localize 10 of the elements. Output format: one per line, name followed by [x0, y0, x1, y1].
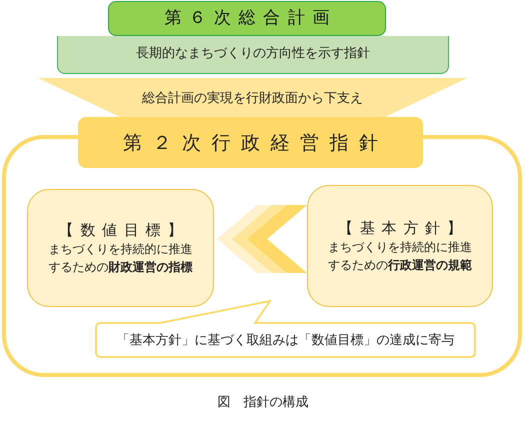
guideline-frame	[2, 117, 522, 377]
figure-caption: 図 指針の構成	[216, 394, 310, 411]
support-band: 総合計画の実現を行財政面から下支え	[38, 78, 467, 117]
heading-text: 第２次行政経営指針	[123, 130, 388, 156]
title-box: 第６次総合計画	[108, 1, 386, 36]
content-box: 【基本方針】 まちづくりを持続的に推進するための行政運営の規範	[307, 185, 493, 307]
content-box: 【数値目標】 まちづくりを持続的に推進するための財政運営の指標	[27, 189, 214, 307]
speech-bubble: 「基本方針」に基づく取組みは「数値目標」の達成に寄与	[96, 301, 475, 357]
chevron-arrow	[217, 205, 307, 273]
description-box: 長期的なまちづくりの方向性を示す指針	[57, 36, 449, 74]
